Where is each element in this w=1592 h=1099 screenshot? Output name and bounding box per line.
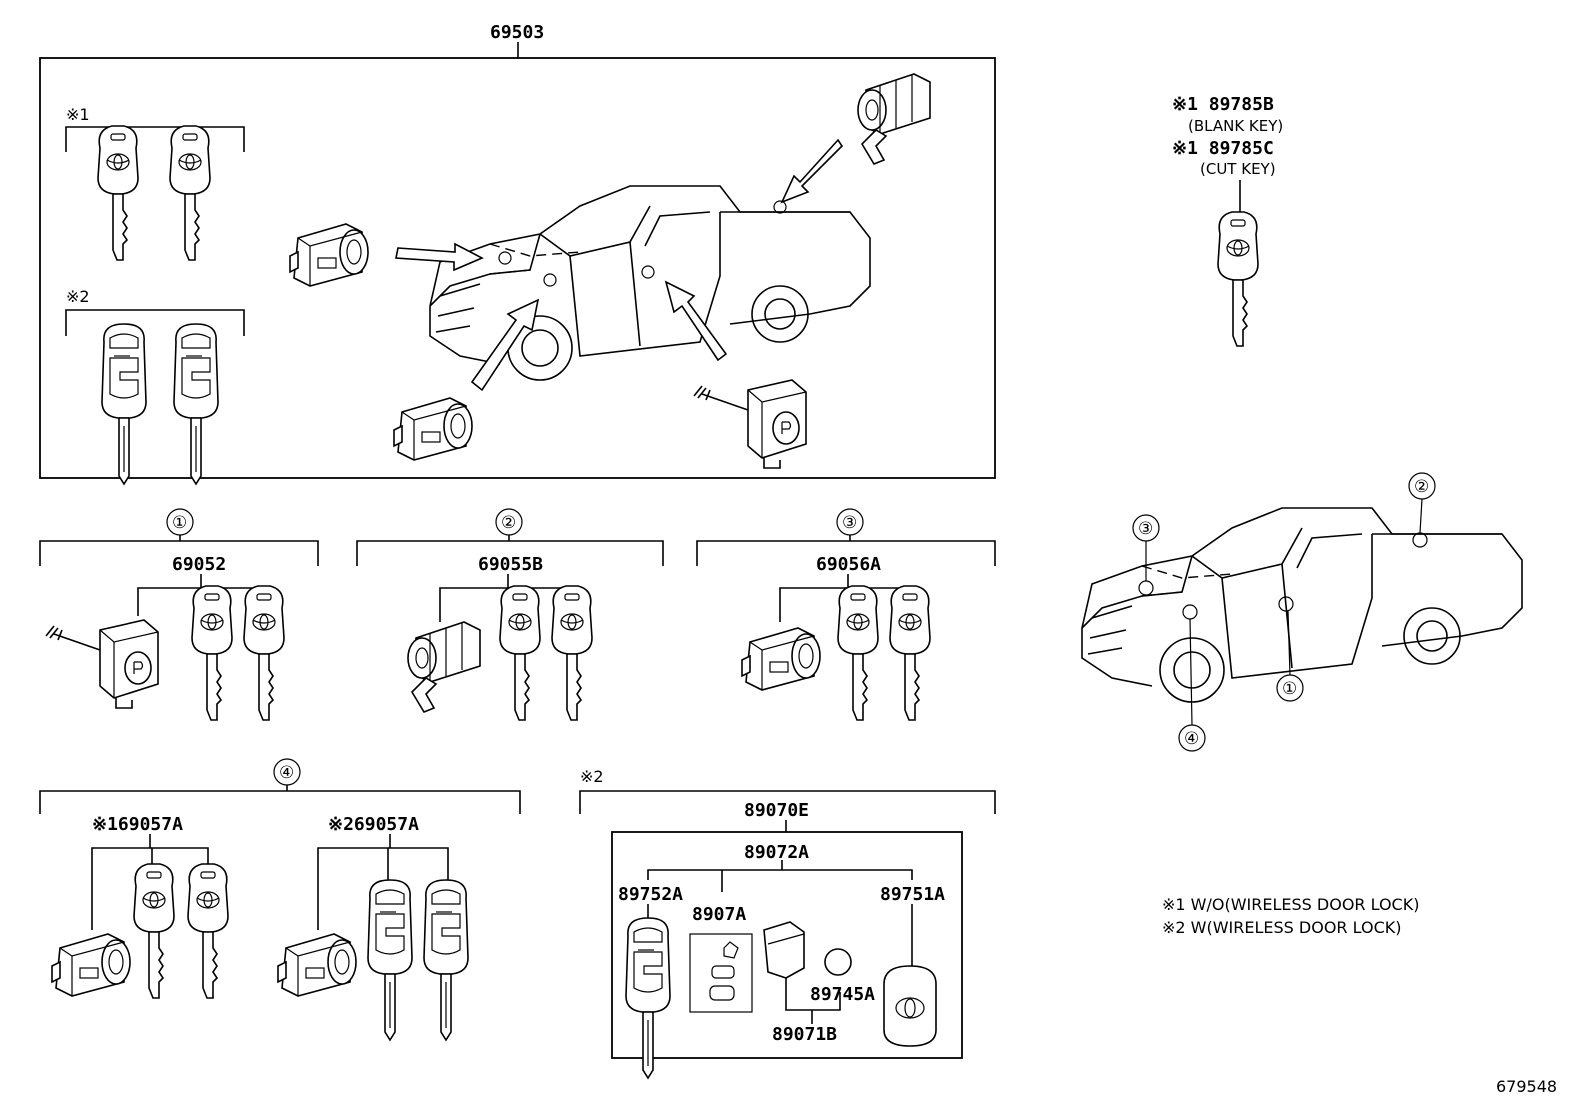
key-remote-icon — [367, 879, 413, 1041]
part-no-69055B: 69055B — [478, 554, 543, 575]
key-plain-icon — [191, 585, 233, 721]
part-no-69052: 69052 — [172, 554, 226, 575]
key-plain-icon — [97, 125, 139, 261]
key-plain-icon — [551, 585, 593, 721]
part-no-89071B: 89071B — [772, 1024, 837, 1045]
locator-marker-2: ② — [1414, 477, 1429, 497]
part-no-89785C: ※1 89785C — [1172, 138, 1274, 159]
locator-marker-1: ① — [1282, 679, 1297, 699]
part-no-89785B: ※1 89785B — [1172, 94, 1274, 115]
part-no-89070E: 89070E — [744, 800, 809, 821]
part-no-89752A: 89752A — [618, 884, 683, 905]
section-marker-1: ① — [172, 513, 187, 533]
key-plain-icon — [889, 585, 931, 721]
group-mark-2: ※2 — [66, 287, 90, 306]
key-plain-icon — [133, 863, 175, 999]
part-no-89751A: 89751A — [880, 884, 945, 905]
key-remote-icon — [101, 323, 147, 485]
part-no-69056A: 69056A — [816, 554, 881, 575]
locator-marker-4: ④ — [1184, 729, 1199, 749]
key-plain-icon — [837, 585, 879, 721]
lock-cylinder-icon — [277, 933, 357, 997]
tailgate-cylinder-icon — [407, 621, 481, 713]
part-no-69057A-2: ※269057A — [328, 814, 419, 835]
tailgate-cylinder-icon — [857, 73, 931, 165]
note-cut-key: (CUT KEY) — [1200, 160, 1276, 178]
assembly-frame-69503 — [39, 57, 996, 479]
key-plain-icon — [243, 585, 285, 721]
key-plain-icon — [187, 863, 229, 999]
lock-cylinder-icon — [741, 627, 821, 691]
remote-kit-frame — [611, 831, 963, 1059]
footnote-1: ※1 W/O(WIRELESS DOOR LOCK) — [1162, 895, 1419, 914]
lock-cylinder-icon — [51, 933, 131, 997]
section-marker-3: ③ — [842, 513, 857, 533]
group-mark-1: ※1 — [66, 105, 90, 124]
ignition-switch-icon — [45, 619, 159, 709]
part-no-89745A: 89745A — [810, 984, 875, 1005]
part-no-89072A: 89072A — [744, 842, 809, 863]
section-marker-4: ④ — [279, 763, 294, 783]
part-no-8907A: 8907A — [692, 904, 746, 925]
note-blank-key: (BLANK KEY) — [1188, 117, 1283, 135]
remote-group-mark: ※2 — [580, 767, 604, 786]
section-marker-2: ② — [501, 513, 516, 533]
figure-id: 679548 — [1496, 1077, 1557, 1096]
ignition-switch-icon — [693, 379, 807, 469]
key-remote-icon — [625, 917, 671, 1079]
remote-fob-icon — [883, 965, 937, 1047]
lock-cylinder-icon — [393, 397, 473, 461]
key-remote-icon — [173, 323, 219, 485]
key-plain-icon — [499, 585, 541, 721]
footnote-2: ※2 W(WIRELESS DOOR LOCK) — [1162, 918, 1401, 937]
key-plain-icon — [1217, 211, 1259, 347]
key-remote-icon — [423, 879, 469, 1041]
lock-cylinder-icon — [289, 223, 369, 287]
locator-marker-3: ③ — [1138, 519, 1153, 539]
part-no-69503: 69503 — [490, 22, 544, 43]
key-plain-icon — [169, 125, 211, 261]
part-no-69057A-1: ※169057A — [92, 814, 183, 835]
